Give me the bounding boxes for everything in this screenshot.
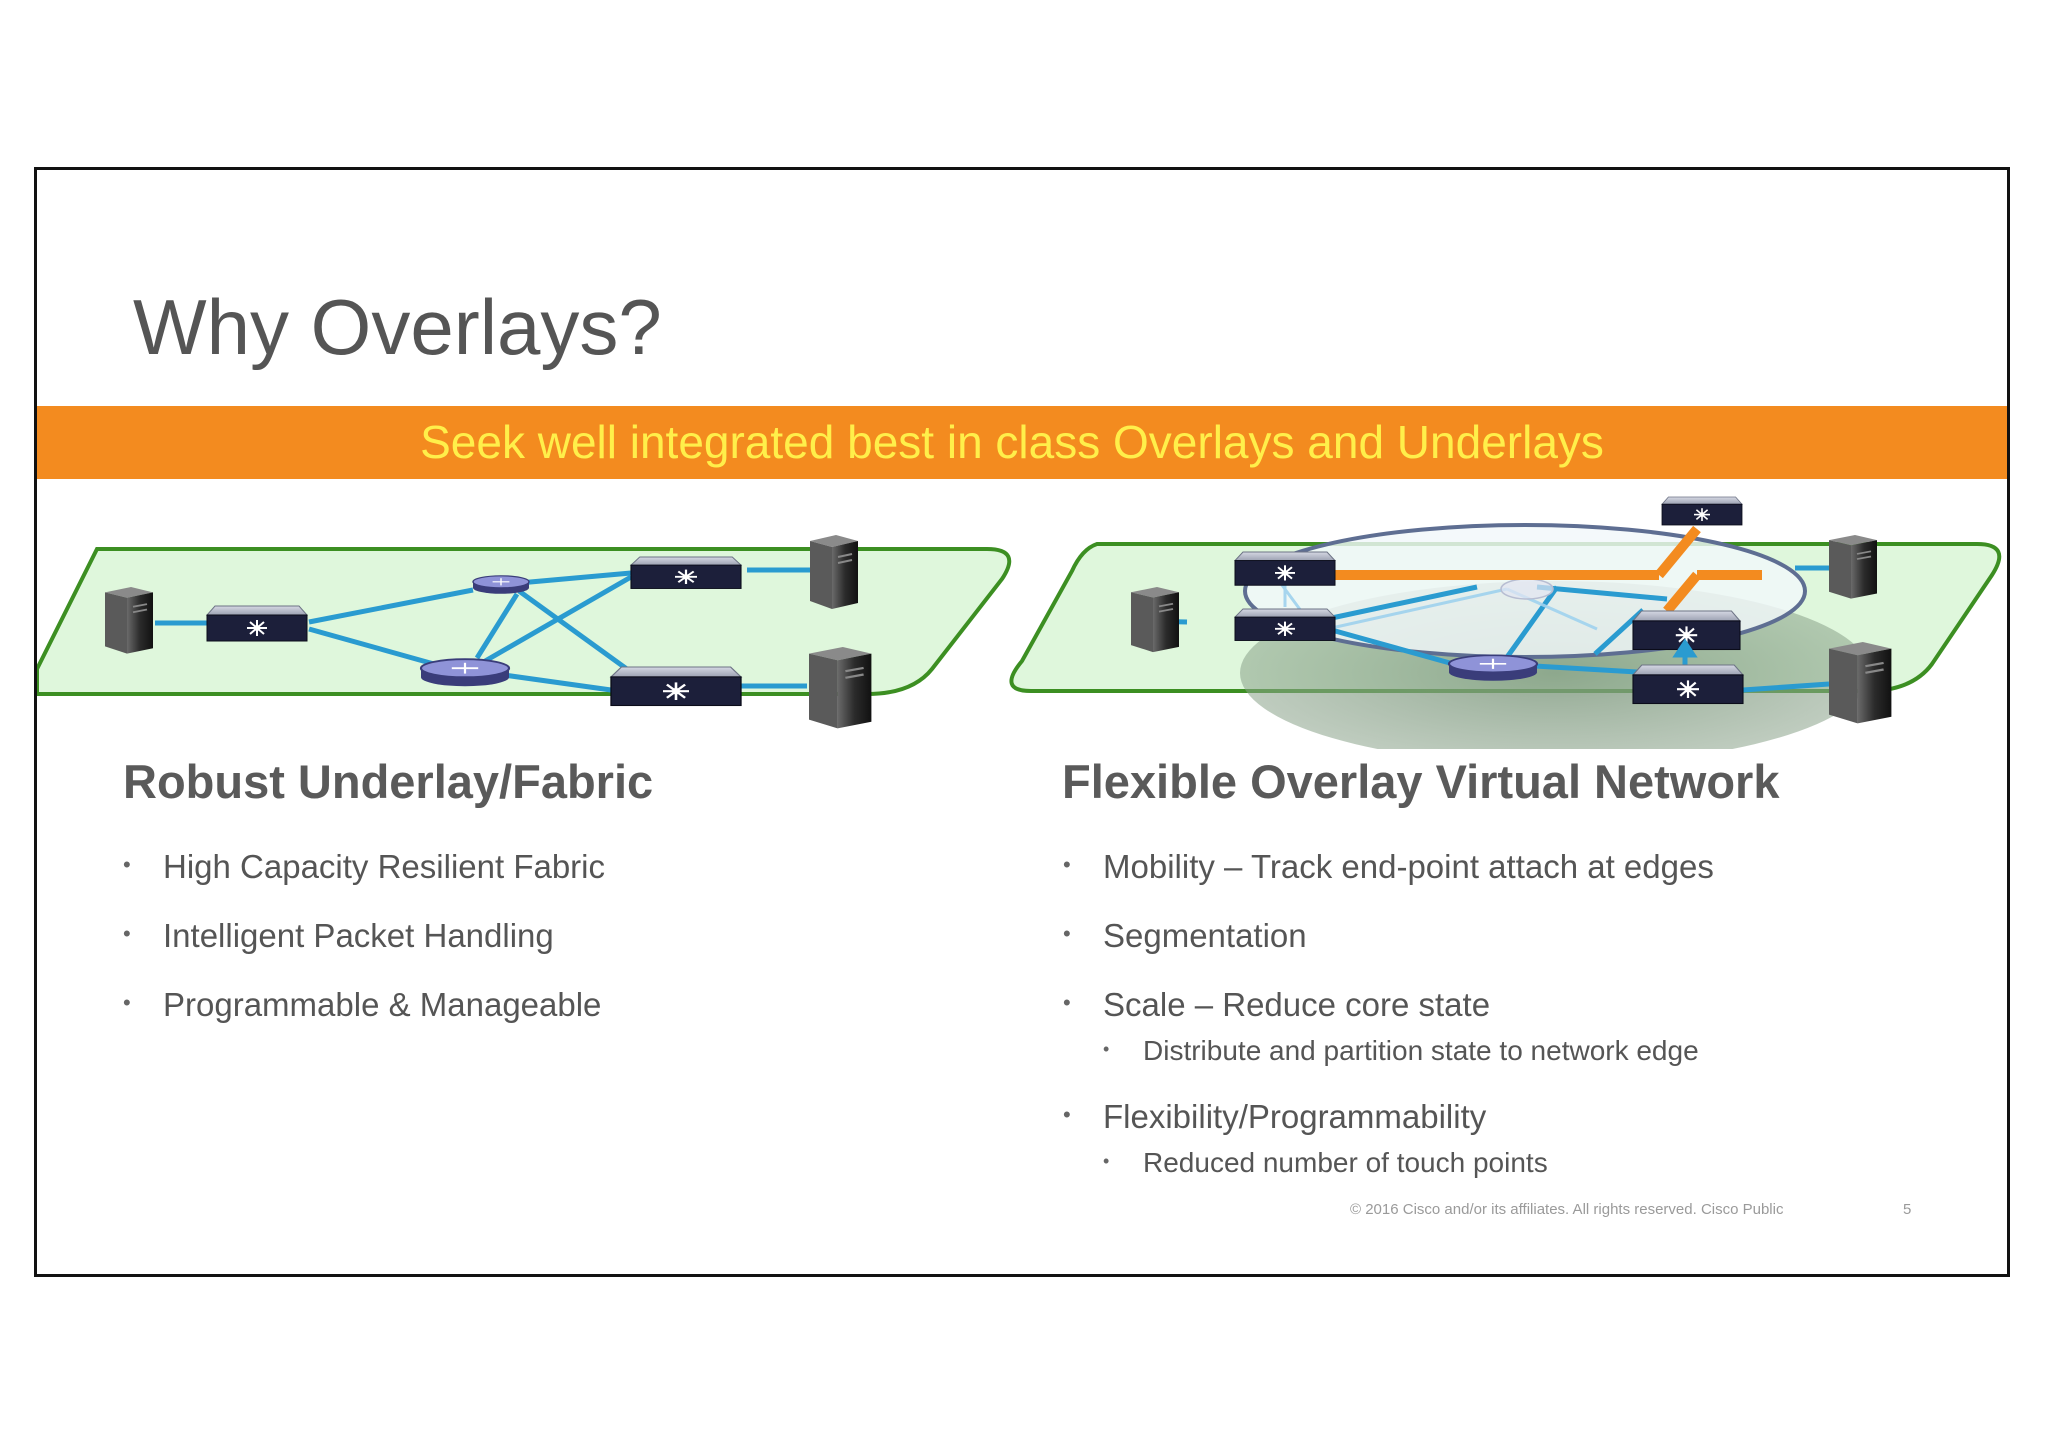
server-icon [1828,534,1878,600]
copyright-footer: © 2016 Cisco and/or its affiliates. All … [1350,1201,1784,1218]
banner: Seek well integrated best in class Overl… [37,406,2007,479]
list-item: •Programmable & Manageable [123,986,602,1023]
list-item: •Flexibility/Programmability [1063,1098,1487,1135]
list-item: •High Capacity Resilient Fabric [123,848,606,885]
list-item: •Mobility – Track end-point attach at ed… [1063,848,1714,885]
server-icon [104,586,154,655]
list-item: •Segmentation [1063,917,1307,954]
right-heading: Flexible Overlay Virtual Network [1062,755,1780,808]
switch-icon [609,665,743,707]
server-icon [807,645,873,730]
right-bullets: •Mobility – Track end-point attach at ed… [1063,848,1714,1178]
switch-icon [1234,551,1336,587]
list-item: •Intelligent Packet Handling [123,917,554,954]
list-item: •Reduced number of touch points [1103,1147,1548,1178]
router-icon [472,575,530,595]
switch-icon [206,605,308,642]
left-bullets: •High Capacity Resilient Fabric •Intelli… [123,848,606,1023]
server-icon [1130,586,1180,654]
list-item: •Distribute and partition state to netwo… [1103,1035,1699,1066]
server-icon [1827,640,1893,725]
network-diagram [37,496,2002,749]
banner-text: Seek well integrated best in class Overl… [420,416,1604,468]
switch-icon [1661,496,1743,526]
page-number: 5 [1903,1201,1912,1218]
slide-title: Why Overlays? [133,283,662,371]
switch-icon [1234,608,1336,642]
list-item: •Scale – Reduce core state [1063,986,1491,1023]
switch-icon [1631,663,1745,705]
server-icon [809,534,859,610]
slide: Why Overlays? Seek well integrated best … [34,167,2010,1277]
left-heading: Robust Underlay/Fabric [123,755,654,808]
switch-icon [629,555,743,590]
overlay-tunnel [1332,525,1762,615]
underlay-links [155,567,810,693]
router-icon [1447,654,1539,682]
router-icon [419,658,511,688]
